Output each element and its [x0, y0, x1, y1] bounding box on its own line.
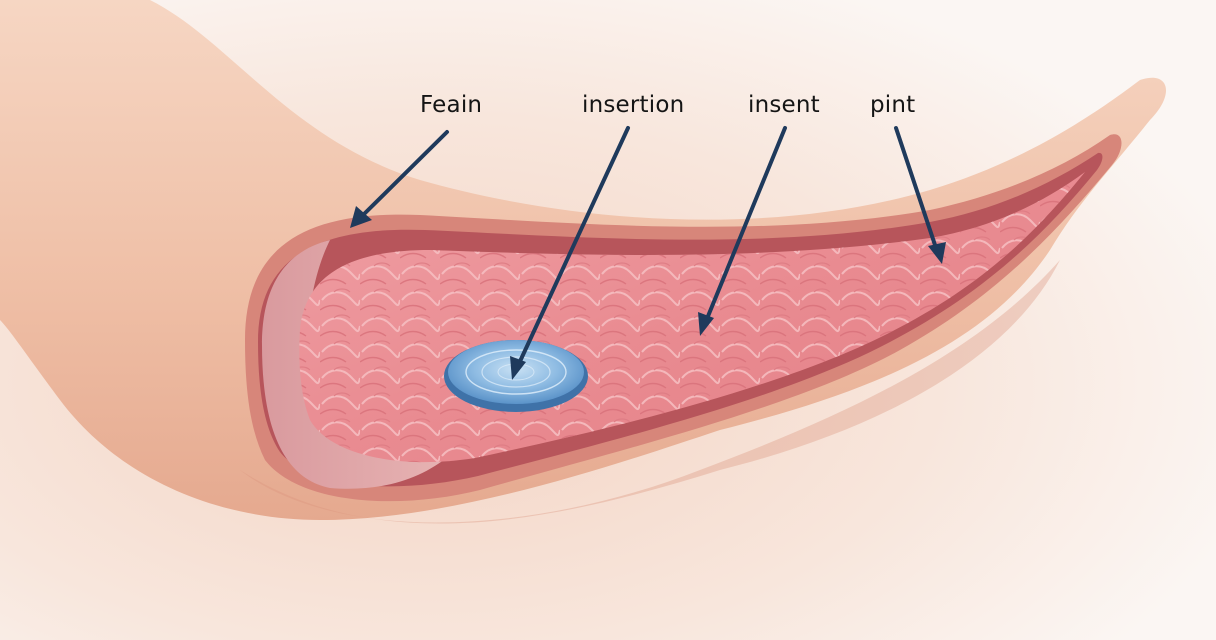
label-pint: pint	[870, 92, 916, 118]
label-feain: Feain	[420, 92, 483, 118]
label-insertion: insertion	[582, 92, 685, 118]
arrow-pint	[894, 126, 940, 256]
arrowhead-feain	[350, 206, 372, 228]
arrow-insent	[702, 126, 787, 328]
arrow-feain	[356, 130, 449, 222]
arrowhead-pint	[928, 242, 946, 264]
arrowhead-insent	[698, 312, 714, 336]
label-insent: insent	[748, 92, 820, 118]
skin-shadow	[240, 260, 1060, 524]
blue-disc	[444, 340, 588, 412]
arrowhead-insertion	[510, 356, 526, 380]
arrow-insertion	[514, 126, 630, 372]
